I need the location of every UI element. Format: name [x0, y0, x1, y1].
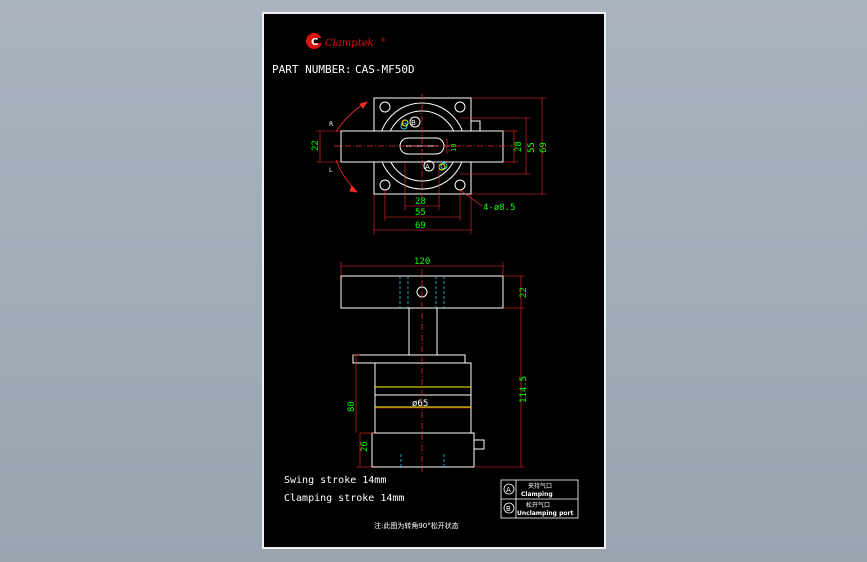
footnote: 注:此图为转角90°松开状态	[374, 521, 459, 530]
legend-a-symbol: A	[506, 486, 511, 494]
base-port	[473, 439, 485, 450]
legend-b-en: Unclamping port	[517, 510, 573, 517]
dim-55-horizontal: 55	[415, 208, 426, 218]
side-view-accents	[375, 276, 471, 467]
legend-b-symbol: B	[506, 505, 511, 513]
rotate-right-label: R	[329, 121, 333, 128]
dim-69-horizontal: 69	[415, 221, 426, 231]
drawing-sheet: C Clamptek ® PART NUMBER: CAS-MF50D B A	[262, 12, 606, 549]
side-view-dims: 120 22 114.5 80 26 ø65	[347, 257, 529, 452]
dim-28-vertical: 28	[514, 141, 524, 152]
side-port	[470, 120, 481, 132]
mount-hole-bl	[379, 179, 391, 191]
port-markers: B A	[409, 116, 435, 172]
clamptek-logo: C Clamptek ®	[306, 33, 386, 49]
legend-text: A B 夹持气口 Clamping 松开气口 Unclamping port	[506, 482, 573, 517]
dim-22-top: 22	[311, 140, 321, 151]
top-view-dims: 22 10 28 55 69 28 55 69 4-ø8.5	[311, 140, 549, 231]
dim-diameter-65: ø65	[412, 399, 428, 409]
clamping-stroke-note: Clamping stroke 14mm	[284, 493, 404, 504]
mount-hole-br	[454, 179, 466, 191]
part-number-value: CAS-MF50D	[355, 63, 415, 76]
legend-b-cn: 松开气口	[526, 501, 550, 509]
top-view-dim-lines	[316, 97, 546, 234]
swing-stroke-note: Swing stroke 14mm	[284, 475, 386, 486]
logo-mark: C	[311, 37, 318, 48]
base-block	[371, 432, 475, 468]
mount-hole-tr	[454, 101, 466, 113]
registered-mark: ®	[380, 37, 386, 44]
dim-114-5: 114.5	[519, 376, 529, 403]
dim-26: 26	[360, 441, 370, 452]
dim-mounting-holes: 4-ø8.5	[483, 203, 516, 213]
dim-22-side: 22	[519, 287, 529, 298]
side-view-dim-lines	[340, 262, 525, 468]
cylinder-cap	[352, 354, 466, 364]
part-number-label: PART NUMBER:	[272, 63, 351, 76]
piston-rod	[408, 307, 438, 356]
brand-name: Clamptek	[325, 38, 374, 49]
dim-69-vertical: 69	[539, 142, 549, 153]
dim-120: 120	[414, 257, 430, 267]
mount-hole-tl	[379, 101, 391, 113]
legend-a-cn: 夹持气口	[528, 482, 552, 490]
legend-a-en: Clamping	[521, 491, 553, 498]
rotate-left-label: L	[329, 167, 333, 174]
port-a-top: B	[411, 119, 416, 127]
top-view-centerlines	[334, 94, 512, 202]
port-legend	[500, 479, 579, 519]
dim-10: 10	[450, 144, 458, 152]
rotation-arrows	[335, 101, 368, 193]
dim-80: 80	[347, 401, 357, 412]
dim-55-vertical: 55	[527, 142, 537, 153]
cylinder-body	[374, 362, 472, 434]
port-b-top: A	[425, 163, 430, 171]
dim-28-horizontal: 28	[415, 197, 426, 207]
